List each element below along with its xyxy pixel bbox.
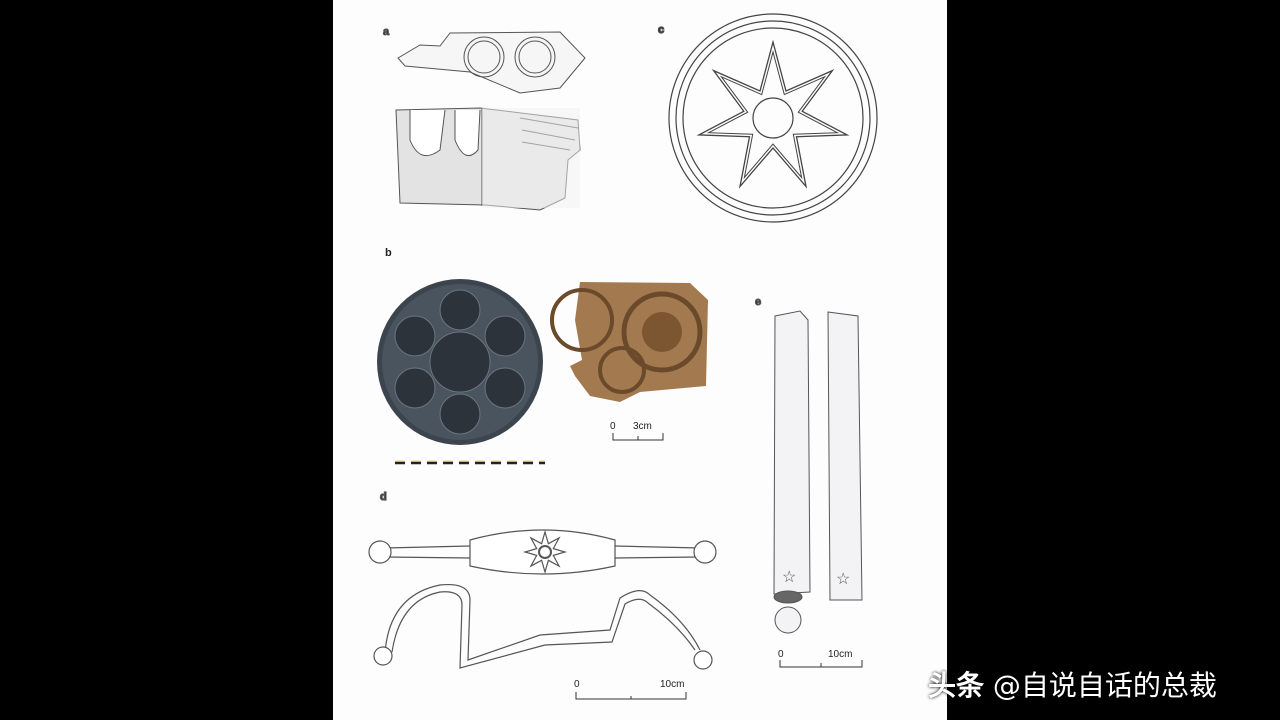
rod-cross-section: [774, 606, 802, 634]
mold-hole: [439, 289, 481, 331]
panel-label-a: a: [383, 26, 390, 38]
scale-e-end: 10cm: [828, 649, 852, 660]
mold-center-hole: [429, 331, 491, 393]
scale-b-start: 0: [610, 421, 616, 432]
clay-mold-fragment: [570, 282, 708, 402]
rod-end-section: [773, 590, 803, 604]
svg-text:☆: ☆: [782, 569, 796, 586]
mold-hole: [394, 315, 436, 357]
svg-text:☆: ☆: [836, 571, 850, 588]
panel-label-d: d: [380, 491, 387, 503]
artifact-a-hole-2: [514, 36, 556, 78]
mold-hole: [484, 367, 526, 409]
artifact-a-hole-1: [463, 36, 505, 78]
panel-b: b 0 3cm: [377, 247, 708, 465]
scale-d-end: 10cm: [660, 679, 684, 690]
panel-a: a: [383, 26, 586, 211]
rod-2: [827, 311, 863, 601]
mold-hole: [394, 367, 436, 409]
star-center-circle: [752, 97, 794, 139]
scale-b-end: 3cm: [633, 421, 652, 432]
bit-side-view: [384, 583, 701, 669]
mold-hole: [439, 393, 481, 435]
bit-top-view: [384, 545, 701, 559]
scale-bar-e: [779, 660, 863, 668]
scale-d-start: 0: [574, 679, 580, 690]
mold-hole: [484, 315, 526, 357]
scale-e-start: 0: [778, 649, 784, 660]
panel-c: c: [657, 13, 878, 223]
scale-bar-b: [612, 433, 664, 441]
panel-d: d 0 10cm: [368, 490, 717, 700]
rod-1: [773, 310, 811, 595]
disc-outer-rim: [668, 13, 878, 223]
seven-pointed-star: [696, 39, 850, 189]
panel-label-b: b: [385, 247, 392, 259]
watermark: 头条 @自说自话的总裁: [928, 664, 1217, 704]
panel-label-e: e: [755, 296, 761, 308]
scale-bar-d: [575, 692, 687, 700]
watermark-platform: 头条: [928, 669, 985, 702]
panel-label-c: c: [658, 24, 664, 36]
panel-e: e ☆ ☆ 0 10cm: [755, 296, 863, 668]
watermark-author: @自说自话的总裁: [992, 669, 1217, 702]
artifact-a-top-view: [397, 31, 586, 94]
